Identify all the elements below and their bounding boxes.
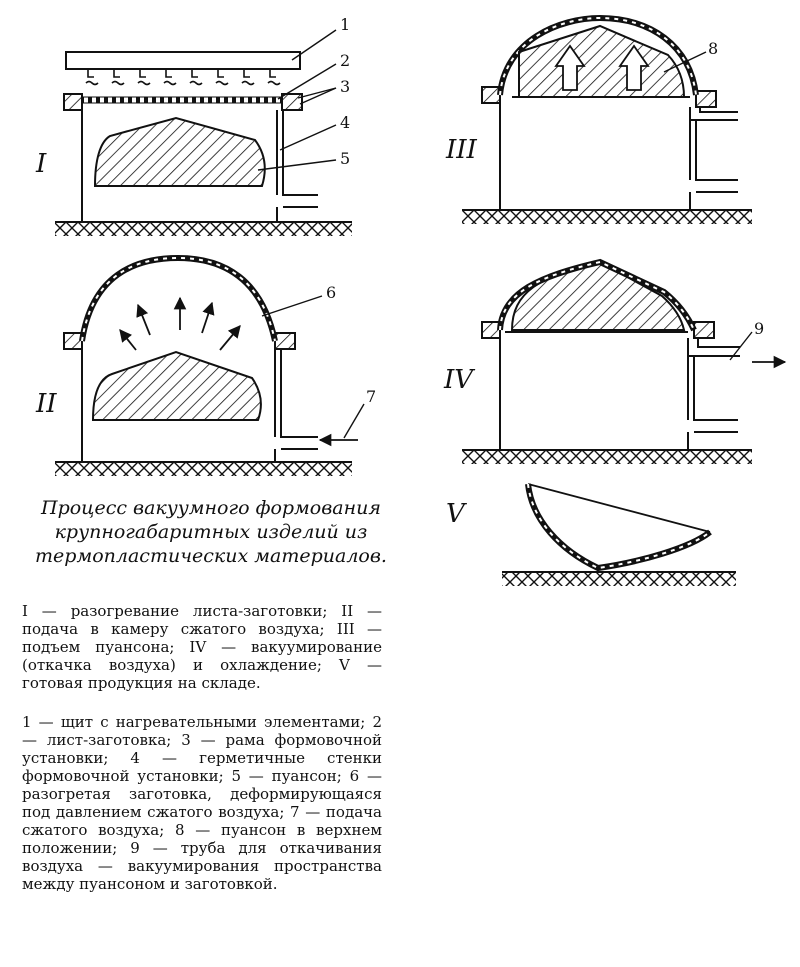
stage-label-iii: III	[445, 135, 478, 165]
frame-left	[63, 93, 83, 111]
frame-left	[63, 332, 83, 350]
heater-panel	[65, 51, 301, 70]
stage-iii-diagram	[462, 14, 752, 224]
frame-right	[281, 93, 303, 111]
heated-blank	[79, 254, 278, 342]
punch	[93, 116, 266, 187]
stage-ii-diagram	[55, 254, 358, 476]
stage-label-iv: IV	[443, 365, 475, 395]
raised-punch	[518, 24, 686, 98]
finished-product	[525, 483, 712, 572]
sheet-blank	[81, 96, 283, 104]
frame-right	[695, 90, 717, 108]
figure-caption: Процесс вакуумного формования крупногаба…	[35, 497, 387, 567]
stage-label-i: I	[35, 149, 47, 179]
label-9: 9	[754, 319, 764, 338]
chamber-wall-right	[276, 110, 318, 222]
label-4: 4	[340, 113, 350, 132]
ground	[502, 572, 736, 586]
legend-stages: I — разогревание листа-заготовки; II — п…	[22, 602, 382, 692]
lift-arrow-left	[554, 44, 586, 91]
ground	[462, 210, 752, 224]
stage-v-diagram	[502, 483, 736, 586]
vacuum-pipe-stub	[689, 107, 738, 210]
stage-label-v: V	[446, 499, 467, 529]
lift-arrow-right	[618, 44, 650, 91]
air-pressure-arrows	[119, 296, 241, 351]
frame-left	[481, 321, 501, 339]
ground	[462, 450, 752, 464]
ground	[55, 222, 352, 236]
frame-right	[693, 321, 715, 339]
label-7: 7	[366, 387, 376, 406]
punch	[91, 350, 262, 421]
label-1: 1	[340, 15, 350, 34]
label-6: 6	[326, 283, 336, 302]
frame-left	[481, 86, 501, 104]
label-5: 5	[340, 149, 350, 168]
stage-label-ii: II	[35, 389, 57, 419]
label-8: 8	[708, 39, 718, 58]
frame-right	[274, 332, 296, 350]
stage-iv-diagram	[462, 258, 787, 464]
heating-elements	[85, 69, 281, 86]
legend-parts: 1 — щит с нагревательными элементами; 2 …	[22, 713, 382, 893]
label-2: 2	[340, 51, 350, 70]
chamber-wall-right	[274, 349, 318, 462]
leader-lines	[257, 29, 753, 439]
ground	[55, 462, 352, 476]
product-rim	[527, 483, 711, 533]
vacuum-pipe	[687, 338, 740, 450]
stage-i-diagram	[55, 51, 352, 236]
label-3: 3	[340, 77, 350, 96]
formed-part	[510, 260, 686, 331]
